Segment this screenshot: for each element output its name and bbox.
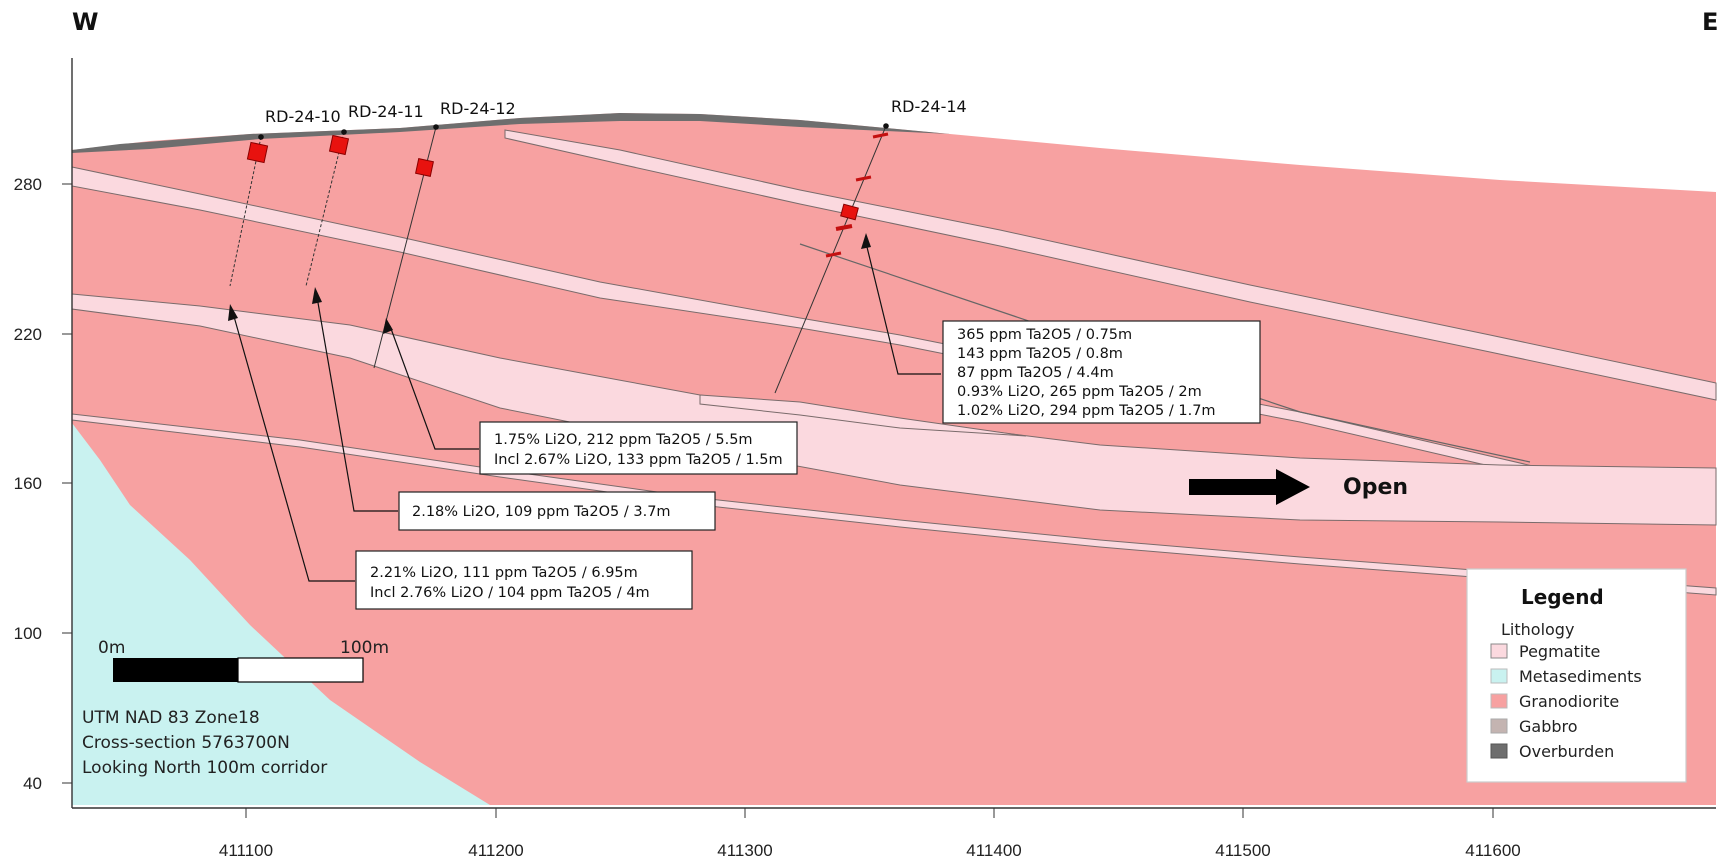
- legend-title: Legend: [1521, 585, 1604, 609]
- legend-swatch-metasediments: [1490, 668, 1508, 684]
- legend-item-label: Metasediments: [1519, 667, 1642, 686]
- callout-line: 2.21% Li2O, 111 ppm Ta2O5 / 6.95m: [370, 565, 638, 581]
- x-tick-label: 411100: [219, 841, 273, 860]
- east-label: E: [1702, 8, 1718, 36]
- callout-leaders: [232, 242, 941, 582]
- intercept-marker: [835, 224, 853, 231]
- legend-swatch-gabbro: [1490, 718, 1508, 734]
- callout-rd-24-10: 2.21% Li2O, 111 ppm Ta2O5 / 6.95m Incl 2…: [355, 550, 693, 610]
- drill-hole-label: RD-24-10: [265, 107, 341, 126]
- legend-item-label: Gabbro: [1519, 717, 1578, 736]
- y-tick-label: 280: [14, 175, 42, 194]
- x-tick-label: 411200: [468, 841, 523, 860]
- x-tick-label: 411600: [1465, 841, 1520, 860]
- legend-item-label: Overburden: [1519, 742, 1614, 761]
- legend-swatch-pegmatite: [1490, 643, 1508, 659]
- callout-arrowheads: [228, 233, 871, 334]
- overburden-layer: [72, 113, 950, 153]
- callout-rd-24-12: 1.75% Li2O, 212 ppm Ta2O5 / 5.5m Incl 2.…: [479, 421, 798, 475]
- leader-line-rd-24-11: [316, 296, 398, 512]
- legend: Legend Lithology Pegmatite Metasediments…: [1466, 568, 1687, 783]
- callout-line: 365 ppm Ta2O5 / 0.75m: [957, 327, 1132, 343]
- drill-hole-rd-24-14: RD-24-14: [774, 97, 967, 394]
- arrowhead: [861, 233, 871, 249]
- intercept-marker: [855, 175, 872, 182]
- scale-bar: 0m 100m: [98, 638, 389, 683]
- callout-line: 0.93% Li2O, 265 ppm Ta2O5 / 2m: [957, 384, 1202, 400]
- legend-swatch-granodiorite: [1490, 693, 1508, 709]
- callout-line: Incl 2.76% Li2O / 104 ppm Ta2O5 / 4m: [370, 585, 650, 601]
- intercept-marker: [415, 158, 434, 177]
- intercept-marker: [328, 134, 350, 156]
- intercept-marker: [872, 132, 889, 139]
- scale-start-label: 0m: [98, 638, 125, 658]
- intercept-marker: [246, 141, 269, 164]
- info-line: Cross-section 5763700N: [82, 733, 290, 753]
- y-tick-label: 160: [14, 474, 42, 493]
- drill-hole-rd-24-10: RD-24-10: [229, 107, 341, 287]
- x-tick-label: 411400: [966, 841, 1021, 860]
- scale-end-label: 100m: [340, 638, 389, 658]
- callout-line: 87 ppm Ta2O5 / 4.4m: [957, 365, 1114, 381]
- callout-rd-24-14: 365 ppm Ta2O5 / 0.75m 143 ppm Ta2O5 / 0.…: [942, 320, 1261, 424]
- info-line: Looking North 100m corridor: [82, 758, 327, 778]
- callout-line: 1.02% Li2O, 294 ppm Ta2O5 / 1.7m: [957, 403, 1216, 419]
- scale-bar-white-segment: [237, 657, 364, 683]
- leader-line-rd-24-10: [232, 312, 355, 582]
- callout-line: 143 ppm Ta2O5 / 0.8m: [957, 346, 1123, 362]
- x-axis-ticks: 411100 411200 411300 411400 411500 41160…: [219, 808, 1521, 860]
- callout-rd-24-11: 2.18% Li2O, 109 ppm Ta2O5 / 3.7m: [398, 491, 716, 531]
- pegmatite-dyke-upper: [504, 129, 1717, 401]
- legend-item-label: Granodiorite: [1519, 692, 1619, 711]
- pegmatite-main-dyke: [71, 293, 1717, 526]
- callout-line: 1.75% Li2O, 212 ppm Ta2O5 / 5.5m: [494, 432, 753, 448]
- drill-hole-rd-24-11: RD-24-11: [305, 102, 424, 287]
- info-line: UTM NAD 83 Zone18: [82, 708, 260, 728]
- y-tick-label: 220: [14, 325, 42, 344]
- x-tick-label: 411500: [1215, 841, 1270, 860]
- metasediments-unit: [72, 423, 490, 805]
- arrowhead: [383, 318, 393, 334]
- open-label: Open: [1343, 475, 1408, 500]
- scale-bar-black-segment: [113, 658, 238, 682]
- intercept-marker: [825, 251, 842, 258]
- arrowhead: [228, 304, 238, 321]
- intercept-marker: [840, 203, 859, 221]
- drill-hole-label: RD-24-11: [348, 102, 424, 121]
- legend-item-label: Pegmatite: [1519, 642, 1600, 661]
- y-axis-ticks: 280 220 160 100 40: [14, 175, 72, 793]
- open-arrow: Open: [1189, 469, 1408, 505]
- callout-line: Incl 2.67% Li2O, 133 ppm Ta2O5 / 1.5m: [494, 452, 783, 468]
- x-tick-label: 411300: [717, 841, 772, 860]
- open-arrow-icon: [1189, 469, 1310, 505]
- leader-line-rd-24-14: [865, 242, 941, 375]
- west-label: W: [72, 8, 98, 36]
- arrowhead: [312, 287, 322, 304]
- drill-hole-label: RD-24-12: [440, 99, 516, 118]
- callout-line: 2.18% Li2O, 109 ppm Ta2O5 / 3.7m: [412, 504, 671, 520]
- y-tick-label: 100: [14, 624, 42, 643]
- projection-info: UTM NAD 83 Zone18 Cross-section 5763700N…: [82, 708, 327, 778]
- drill-hole-label: RD-24-14: [891, 97, 967, 116]
- pegmatite-lens-branch: [699, 394, 1027, 437]
- leader-line-rd-24-12: [389, 325, 479, 450]
- y-tick-label: 40: [23, 774, 42, 793]
- legend-subtitle: Lithology: [1501, 620, 1574, 639]
- legend-swatch-overburden: [1490, 743, 1508, 759]
